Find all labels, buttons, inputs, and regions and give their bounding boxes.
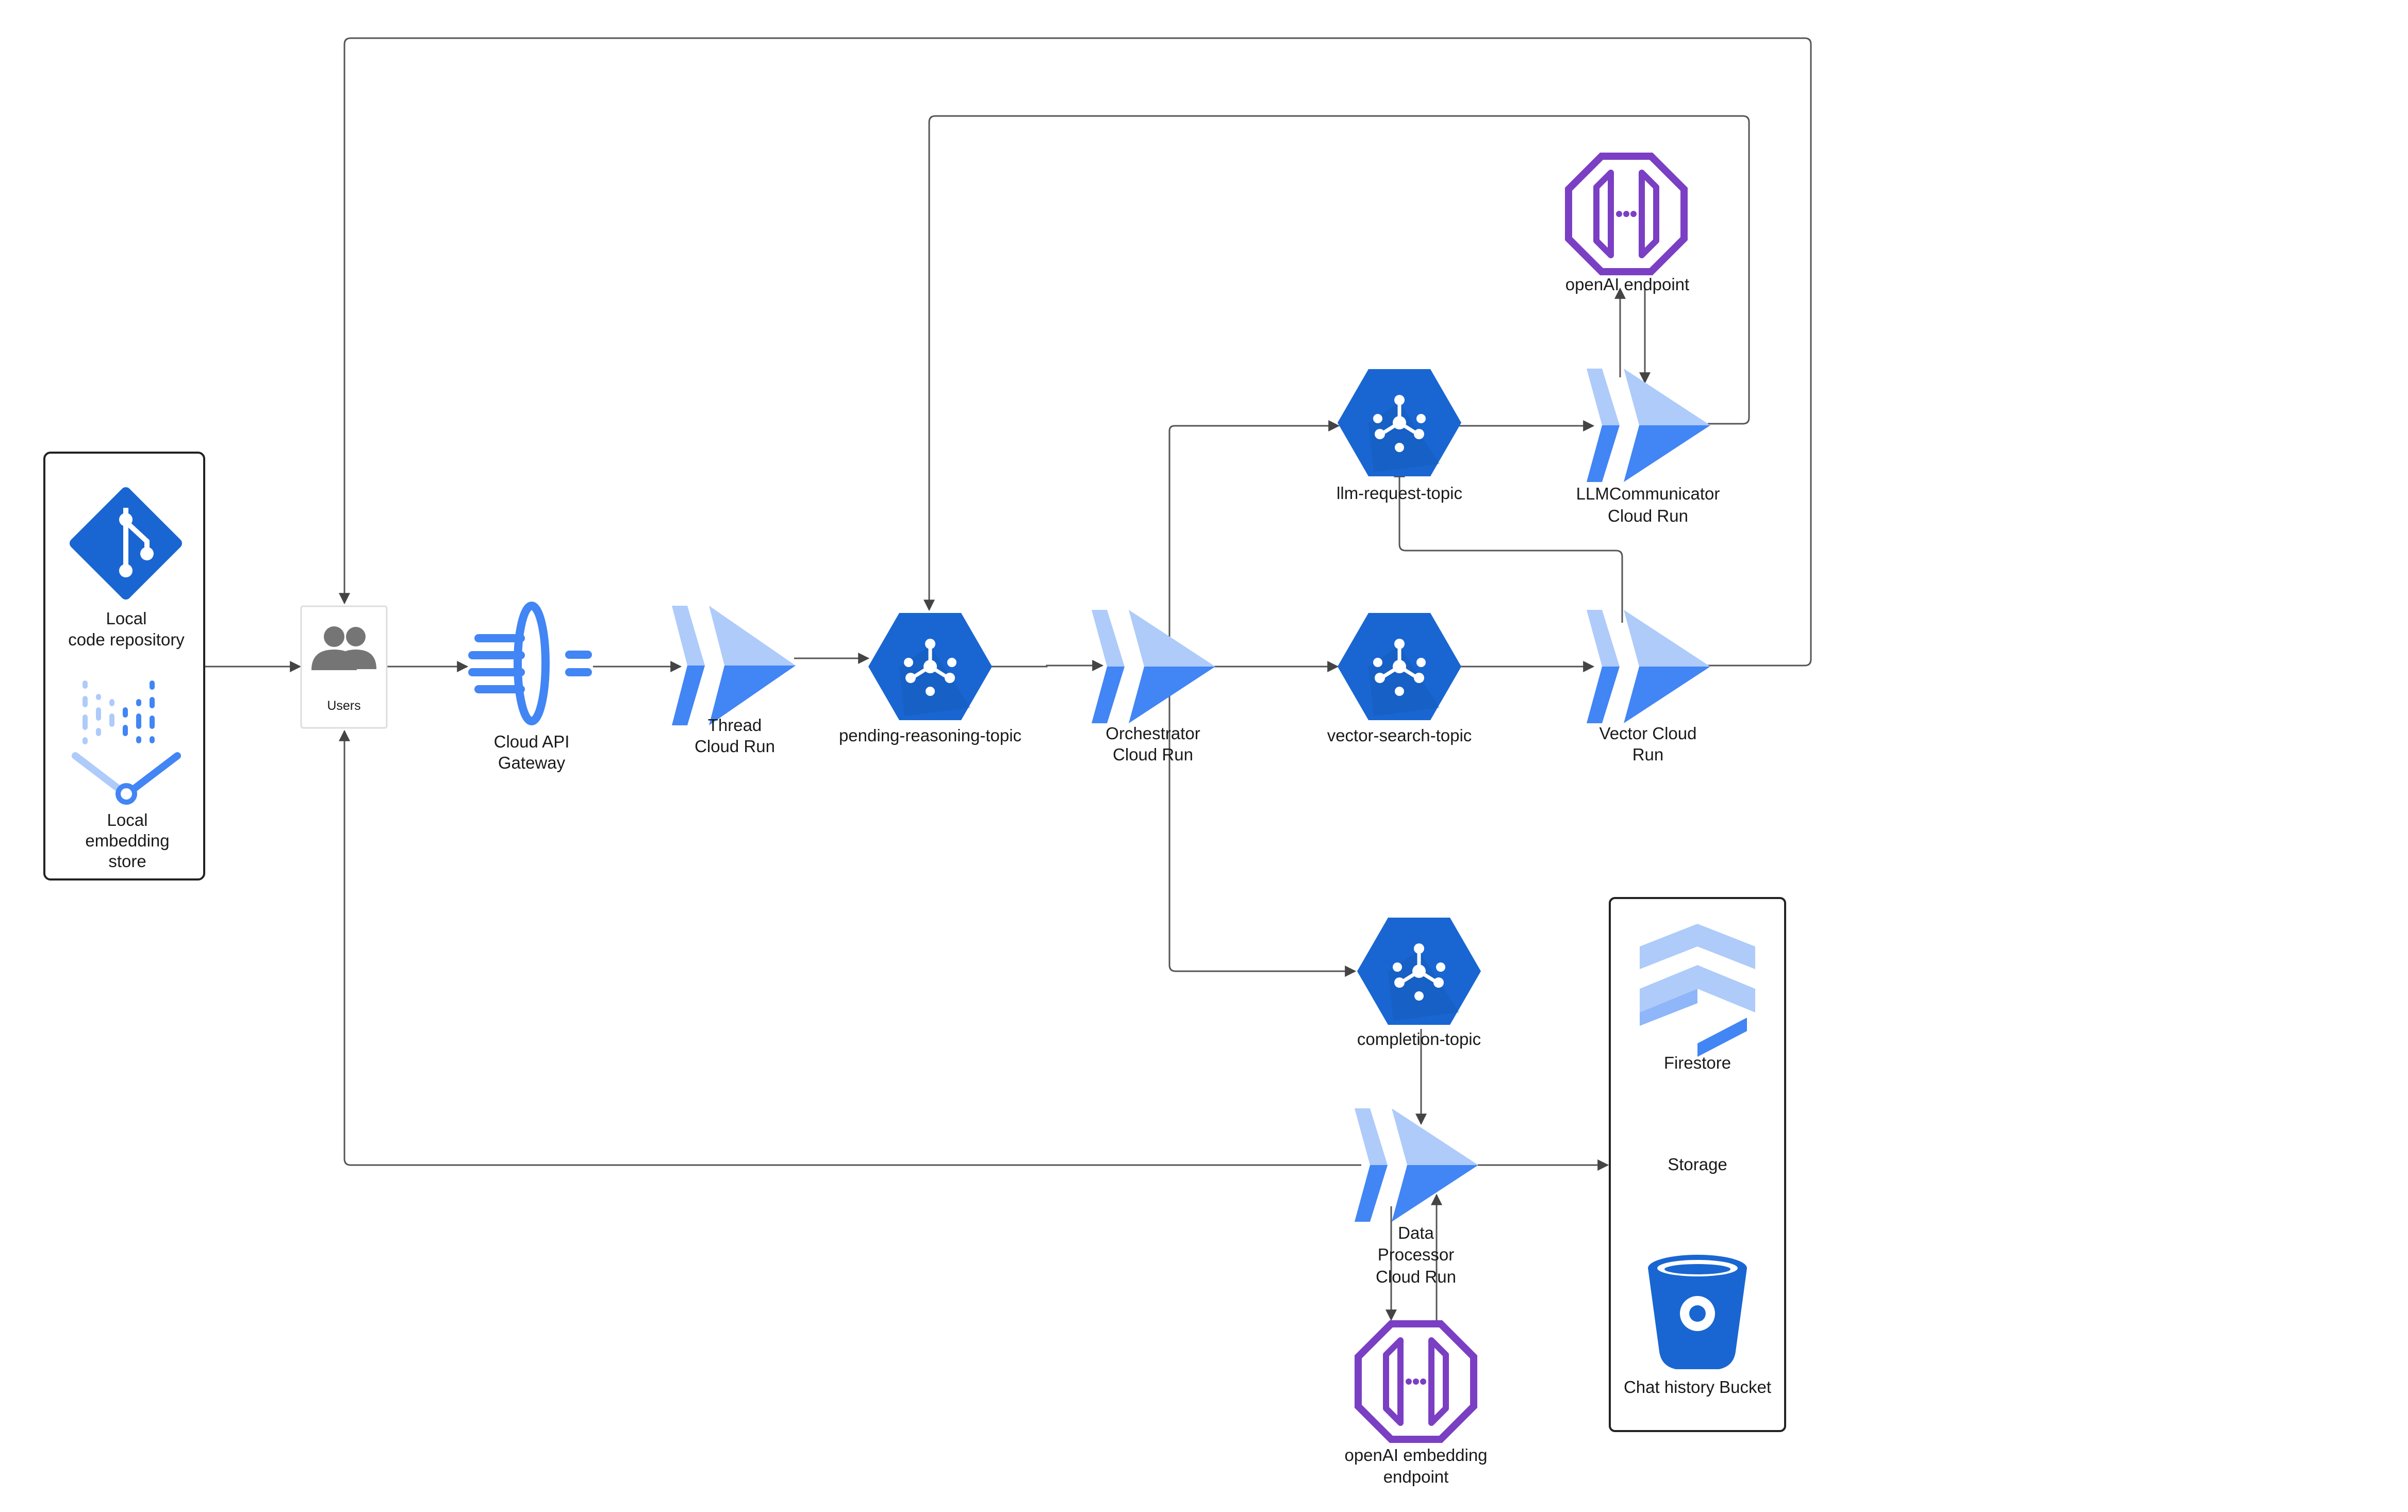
- edge-orchestrator-to-llm-topic: [1168, 420, 1340, 657]
- orchestrator-run-node[interactable]: Orchestrator Cloud Run: [1092, 610, 1215, 764]
- code-repo-label-1: Local: [106, 609, 147, 628]
- data-run-label-1: Data: [1398, 1223, 1434, 1242]
- vector-run-label-1: Vector Cloud: [1599, 724, 1697, 743]
- storage-group: Firestore Storage Chat history Bucket: [1609, 897, 1786, 1432]
- pending-topic-label: pending-reasoning-topic: [839, 726, 1021, 745]
- llm-run-node[interactable]: LLMCommunicator Cloud Run: [1576, 369, 1720, 525]
- embedding-label-3: store: [108, 852, 146, 871]
- cloud-run-icon: [1355, 1108, 1478, 1222]
- pubsub-icon: [1338, 613, 1461, 720]
- embedding-label-2: embedding: [85, 831, 169, 850]
- cloud-run-icon: [672, 606, 796, 725]
- edge-orchestrator-to-completion-topic: [1168, 680, 1357, 977]
- api-gateway-node[interactable]: Cloud API Gateway: [468, 602, 592, 772]
- llm-topic-label: llm-request-topic: [1337, 484, 1462, 503]
- firestore-label: Firestore: [1664, 1053, 1731, 1072]
- openai-endpoint-icon: [1565, 153, 1688, 275]
- orchestrator-label-2: Cloud Run: [1113, 745, 1193, 764]
- data-run-label-2: Processor: [1378, 1245, 1455, 1264]
- data-run-label-3: Cloud Run: [1376, 1267, 1456, 1286]
- completion-topic-label: completion-topic: [1357, 1029, 1481, 1049]
- storage-label: Storage: [1668, 1155, 1727, 1174]
- llm-run-label-1: LLMCommunicator: [1576, 484, 1720, 503]
- thread-run-label-1: Thread: [708, 716, 762, 735]
- edge-vector-run-to-llm-topic: [1394, 466, 1623, 623]
- openai-embedding-label-2: endpoint: [1383, 1467, 1449, 1486]
- bucket-label: Chat history Bucket: [1624, 1377, 1771, 1397]
- data-run-node[interactable]: Data Processor Cloud Run: [1355, 1108, 1478, 1286]
- embedding-label-1: Local: [107, 810, 148, 829]
- users-label: Users: [327, 699, 360, 713]
- completion-topic-node[interactable]: completion-topic: [1357, 918, 1481, 1049]
- openai-endpoint-icon: [1355, 1320, 1477, 1443]
- edge-vector-run-loop-to-users: [339, 37, 1812, 667]
- edge-pending-to-orchestrator: [991, 660, 1104, 671]
- pubsub-icon: [1338, 369, 1461, 476]
- pubsub-icon: [868, 613, 992, 720]
- vector-topic-node[interactable]: vector-search-topic: [1327, 613, 1472, 745]
- thread-run-label-2: Cloud Run: [695, 737, 775, 756]
- edge-llm-run-loop-to-pending: [923, 115, 1750, 611]
- llm-topic-node[interactable]: llm-request-topic: [1337, 369, 1462, 503]
- cloud-run-icon: [1092, 610, 1215, 723]
- git-icon: [70, 487, 182, 600]
- vector-run-label-2: Run: [1632, 745, 1664, 764]
- api-gateway-icon: [468, 602, 592, 725]
- users-icon: [311, 626, 376, 670]
- cloud-run-icon: [1587, 610, 1710, 723]
- local-group: Local code repository: [43, 452, 205, 880]
- thread-run-node[interactable]: Thread Cloud Run: [672, 606, 796, 756]
- vector-run-node[interactable]: Vector Cloud Run: [1587, 610, 1710, 764]
- openai-endpoint-label: openAI endpoint: [1565, 275, 1689, 294]
- api-gateway-label-2: Gateway: [498, 753, 566, 772]
- embedding-store-icon: [72, 680, 181, 805]
- users-node[interactable]: Users: [300, 605, 388, 729]
- code-repo-label-2: code repository: [68, 630, 185, 649]
- edges: [204, 37, 1812, 1321]
- vector-topic-label: vector-search-topic: [1327, 726, 1472, 745]
- llm-run-label-2: Cloud Run: [1608, 506, 1688, 525]
- pubsub-icon: [1357, 918, 1481, 1025]
- pending-topic-node[interactable]: pending-reasoning-topic: [839, 613, 1021, 745]
- edge-data-run-to-users: [339, 729, 1361, 1166]
- cloud-run-icon: [1587, 369, 1710, 482]
- orchestrator-label-1: Orchestrator: [1106, 724, 1200, 743]
- openai-embedding-node[interactable]: openAI embedding endpoint: [1344, 1320, 1488, 1486]
- firestore-icon: [1640, 924, 1755, 1057]
- api-gateway-label-1: Cloud API: [494, 732, 570, 751]
- bucket-icon: [1648, 1255, 1747, 1369]
- openai-embedding-label-1: openAI embedding: [1344, 1445, 1487, 1465]
- openai-endpoint-node[interactable]: openAI endpoint: [1565, 153, 1689, 294]
